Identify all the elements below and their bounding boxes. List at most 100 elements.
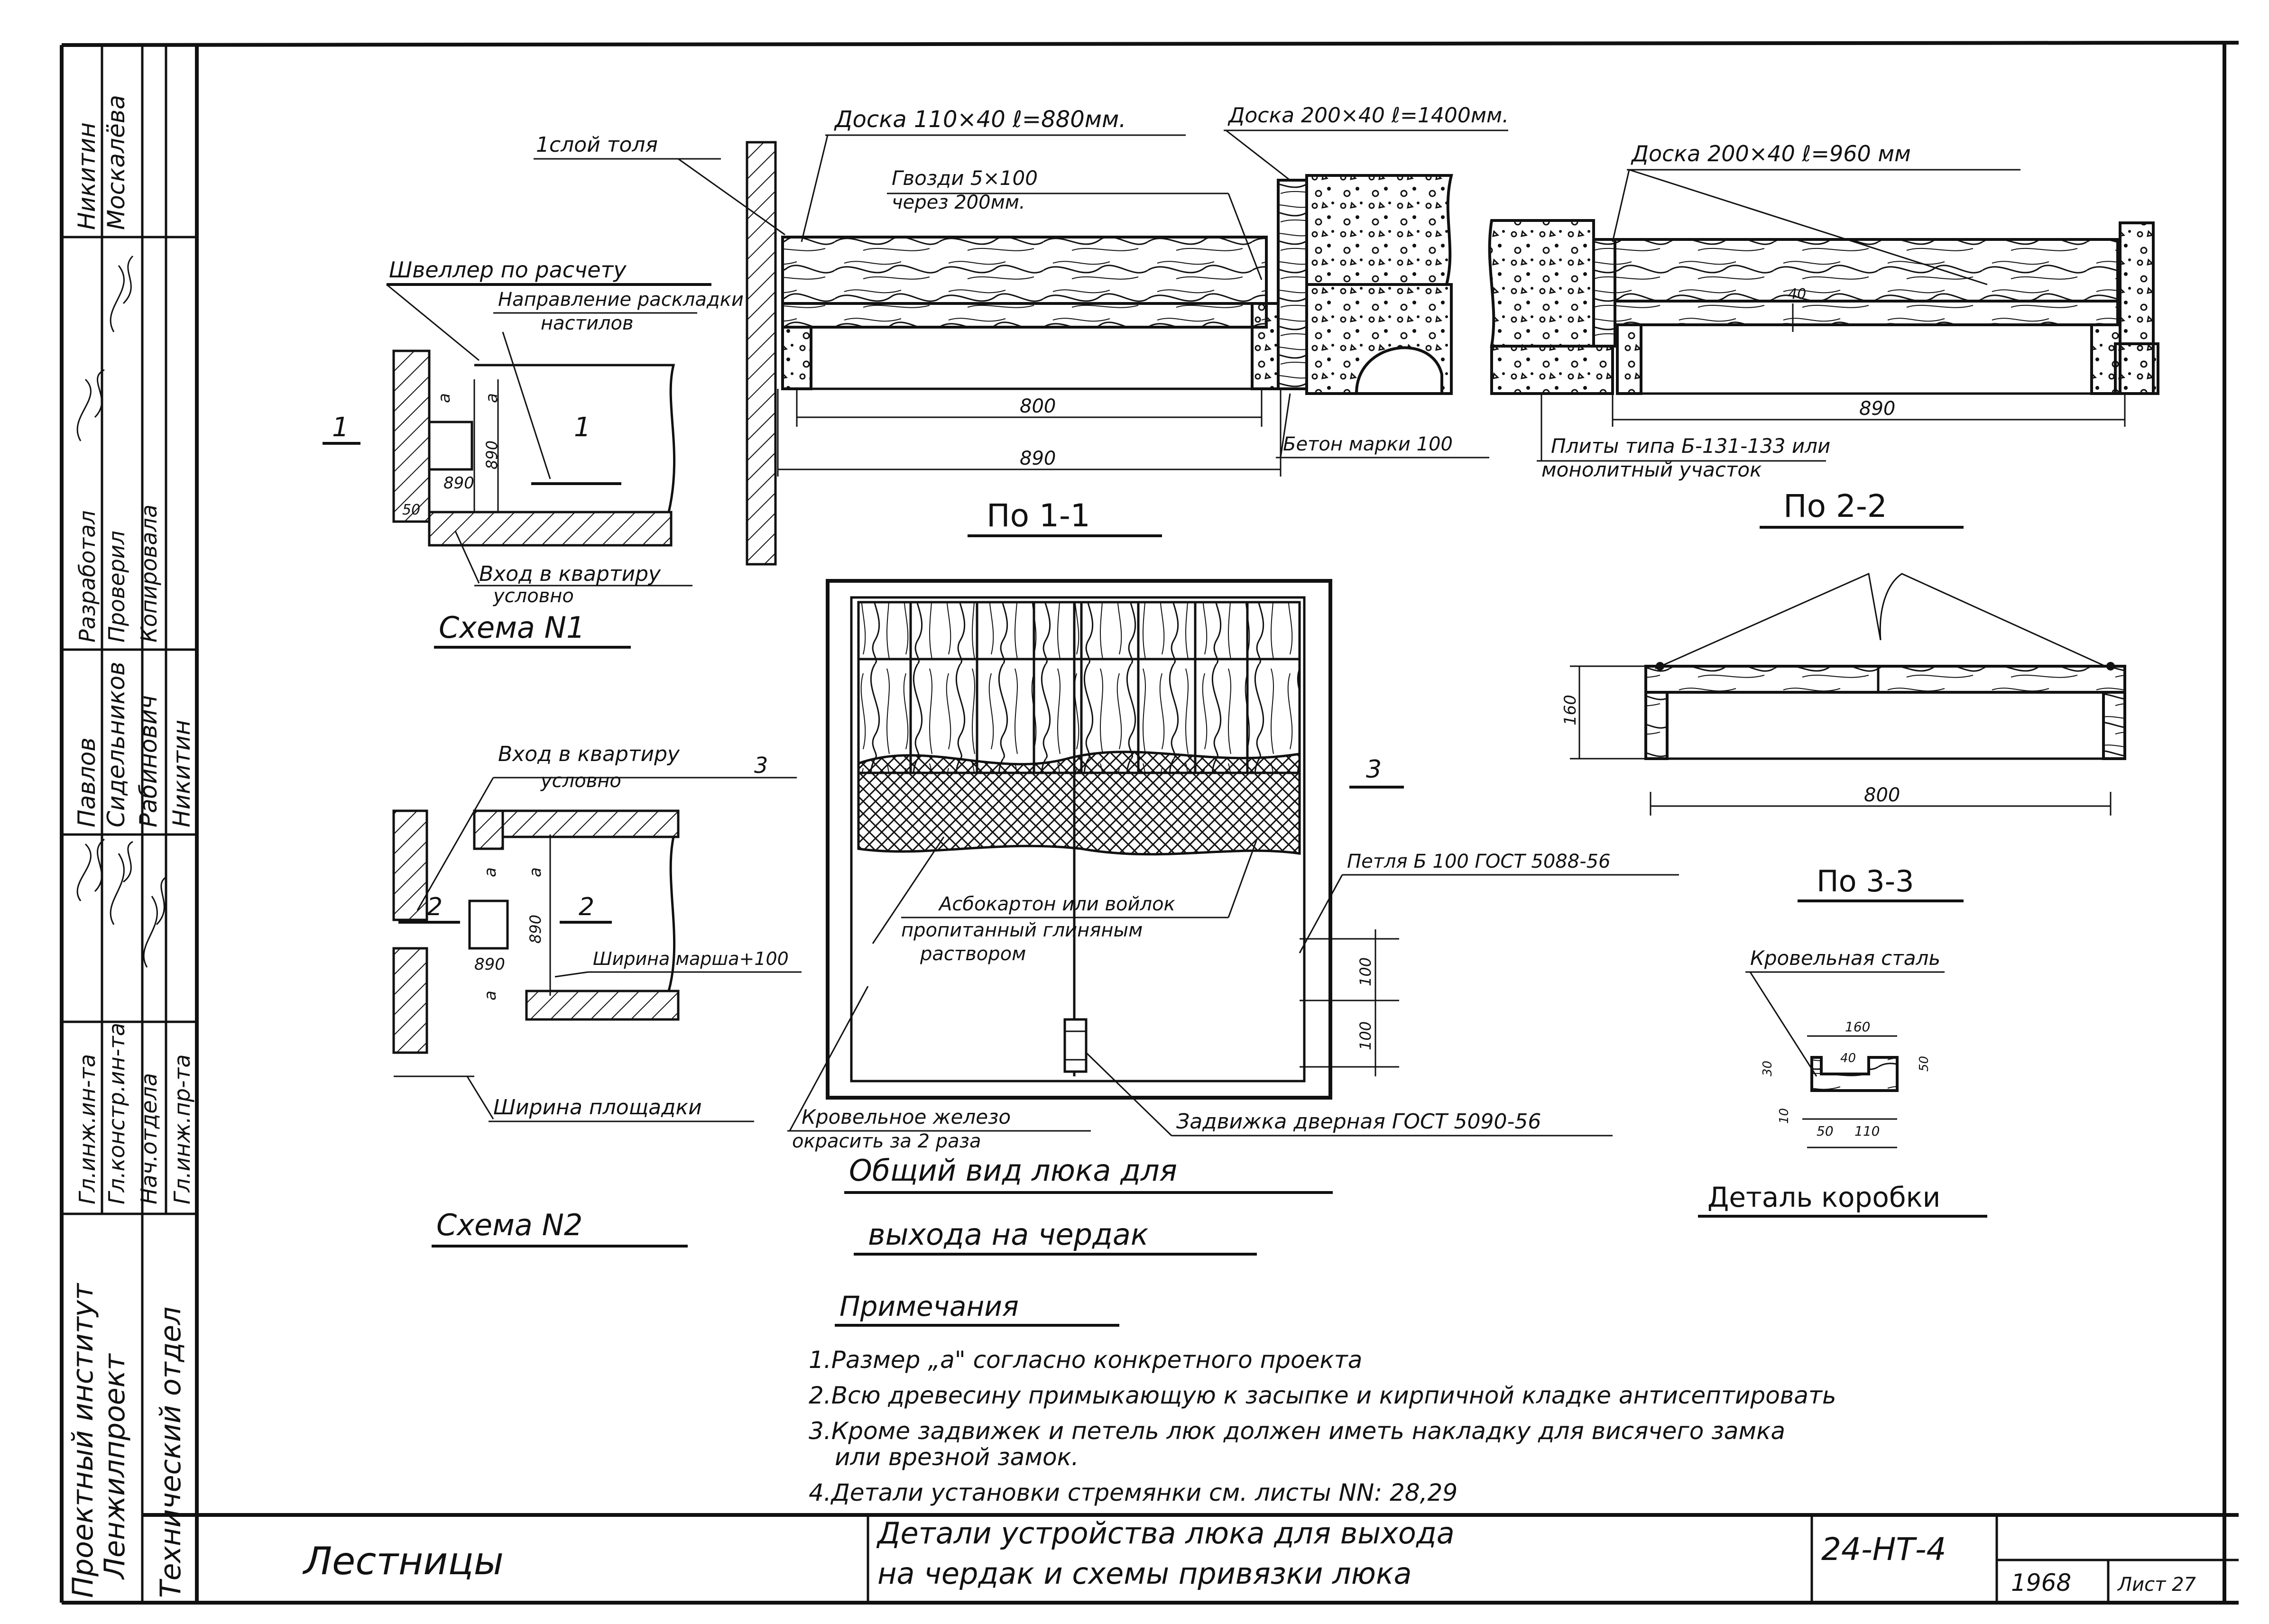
hatch-label-asbest2: пропитанный глиняным (901, 919, 1143, 941)
scheme2-dim-a-2: а (526, 867, 545, 877)
box-dim-50b: 50 (1817, 1123, 1834, 1139)
scheme1-label-entry1: Вход в квартиру (479, 562, 661, 586)
s33-caption: По 3-3 (1817, 864, 1914, 899)
box-dim-40: 40 (1840, 1051, 1856, 1065)
box-caption: Деталь коробки (1707, 1181, 1940, 1213)
s22-label-board: Доска 200×40 ℓ=960 мм (1631, 141, 1911, 166)
s11-caption: По 1-1 (987, 497, 1090, 534)
box-dim-30: 30 (1761, 1061, 1775, 1076)
stamp-org-line1: Проектный институт (66, 1283, 100, 1598)
scheme1-dim-50: 50 (402, 502, 420, 518)
scheme2-dim-a-1: а (481, 867, 500, 877)
s11-dim-800: 800 (1020, 395, 1056, 417)
scheme2-label-march: Ширина марша+100 (593, 948, 789, 969)
sheet-frame (60, 41, 2239, 1605)
scheme2-cut-mark3: 3 (754, 752, 768, 778)
scheme2-label-entry1: Вход в квартиру (498, 742, 680, 766)
section-3-3: 160 800 По 3-3 (1561, 572, 2126, 902)
signature-1 (76, 838, 105, 901)
scheme1-caption: Схема N1 (439, 610, 585, 645)
stamp-role-2: Нач.отдела (136, 1073, 162, 1204)
s11-label-tol: 1слой толя (536, 133, 658, 157)
signature-4 (76, 369, 105, 441)
scheme2-cut-mark-left: 2 (427, 893, 443, 921)
hatch-cut-mark: 3 (1366, 755, 1382, 784)
section-2-2: Доска 200×40 ℓ=960 мм 40 890 Плиты типа … (1488, 141, 2159, 529)
stamp-name2-0: Никитин (73, 122, 101, 230)
hatch-label-asbest3: раствором (920, 943, 1026, 965)
scheme2-caption: Схема N2 (436, 1208, 582, 1242)
stamp-role-3: Гл.инж.пр-та (169, 1054, 195, 1204)
hatch-dim-100b: 100 (1356, 1021, 1374, 1050)
scheme1-dim-a-2: а (482, 393, 501, 403)
scheme1-dim-890-v: 890 (483, 440, 501, 469)
stamp-name-1: Сидельников (102, 661, 130, 827)
hatch-caption1: Общий вид люка для (849, 1153, 1177, 1188)
hatch-label-asbest1: Асбокартон или войлок (938, 893, 1175, 915)
stamp-org-line2: Ленжилпроект (98, 1353, 131, 1580)
s22-dim-890: 890 (1859, 398, 1895, 420)
scheme1-dim-890-h: 890 (443, 474, 474, 493)
notes-item-3: 3.Кроме задвижек и петель люк должен име… (809, 1417, 1785, 1445)
section-1-1: 1слой толя Доска 110×40 ℓ=880мм. Доска 2… (534, 103, 1509, 566)
box-dim-10: 10 (1777, 1108, 1791, 1124)
stamp-name-2: Рабинович (135, 695, 162, 827)
box-dim-50: 50 (1917, 1056, 1931, 1072)
box-dim-160: 160 (1845, 1019, 1870, 1035)
title-description-1: Детали устройства люка для выхода (876, 1516, 1455, 1551)
stamp-name-0: Павлов (73, 737, 101, 827)
notes-item-1: 1.Размер „а" согласно конкретного проект… (809, 1346, 1362, 1374)
signature-5 (110, 255, 134, 332)
scheme2-label-entry2: условно (540, 770, 621, 792)
scheme1-cut-mark-left: 1 (332, 412, 349, 443)
hatch-label-roof1: Кровельное железо (802, 1105, 1011, 1129)
title-block: Лестницы Детали устройства люка для выхо… (302, 1515, 2239, 1603)
notes-item-3b: или врезной замок. (835, 1443, 1079, 1471)
notes: Примечания 1.Размер „а" согласно конкрет… (809, 1290, 1836, 1506)
s22-label-plates2: монолитный участок (1541, 458, 1762, 481)
signature-2 (110, 841, 133, 925)
scheme1-label-channel: Швеллер по расчету (389, 257, 627, 283)
s11-label-board1: Доска 110×40 ℓ=880мм. (834, 106, 1126, 133)
box-detail: Кровельная сталь 160 40 30 50 10 50 110 … (1698, 946, 1987, 1218)
box-label-steel: Кровельная сталь (1750, 946, 1940, 970)
box-dim-110: 110 (1854, 1123, 1880, 1139)
title-description-2: на чердак и схемы привязки люка (877, 1556, 1411, 1591)
scheme1-label-dir1: Направление раскладки (498, 289, 744, 311)
signature-3 (143, 876, 166, 968)
scheme2-cut-mark-right: 2 (579, 893, 594, 921)
title-year: 1968 (2011, 1569, 2071, 1596)
stamp-role-1: Гл.констр.ин-та (104, 1023, 129, 1204)
s22-dim-40: 40 (1788, 286, 1806, 303)
scheme1-label-dir2: настилов (541, 312, 634, 334)
title-project: Лестницы (302, 1539, 504, 1583)
scheme2-dim-890-h: 890 (474, 955, 505, 974)
s11-label-nails2: через 200мм. (892, 192, 1025, 213)
s11-label-board2: Доска 200×40 ℓ=1400мм. (1227, 103, 1509, 128)
scheme1-cut-mark: 1 (574, 412, 591, 443)
stamp-role2-2: Копировала (136, 505, 162, 642)
s33-dim-800: 800 (1864, 784, 1900, 806)
stamp-name-3: Никитин (168, 720, 195, 827)
hatch-view: 3 Асбокартон или войлок пропитанный глин… (787, 579, 1679, 1256)
hatch-dim-100a: 100 (1356, 957, 1374, 986)
stamp-role-0: Гл.инж.ин-та (74, 1054, 100, 1204)
stamp-dept: Технический отдел (154, 1307, 187, 1598)
stamp-role2-1: Проверил (104, 531, 129, 642)
scheme-1: 1 Швеллер по расчету Направление расклад… (323, 257, 744, 649)
s22-caption: По 2-2 (1783, 488, 1887, 524)
scheme2-dim-890-v: 890 (526, 915, 544, 944)
s11-label-nails1: Гвозди 5×100 (892, 166, 1038, 190)
hatch-caption2: выхода на чердак (868, 1217, 1149, 1252)
s11-dim-890: 890 (1020, 448, 1056, 469)
notes-heading: Примечания (839, 1290, 1019, 1322)
title-sheet: Лист 27 (2117, 1574, 2196, 1596)
stamp-role2-0: Разработал (74, 510, 100, 642)
side-stamp: Проектный институт Ленжилпроект Техничес… (62, 95, 197, 1598)
scheme2-label-platform: Ширина площадки (493, 1095, 702, 1119)
s22-label-plates1: Плиты типа Б-131-133 или (1551, 434, 1830, 458)
s33-dim-160: 160 (1561, 695, 1580, 725)
notes-item-4: 4.Детали установки стремянки см. листы N… (809, 1479, 1457, 1506)
scheme1-label-entry2: условно (493, 585, 574, 607)
